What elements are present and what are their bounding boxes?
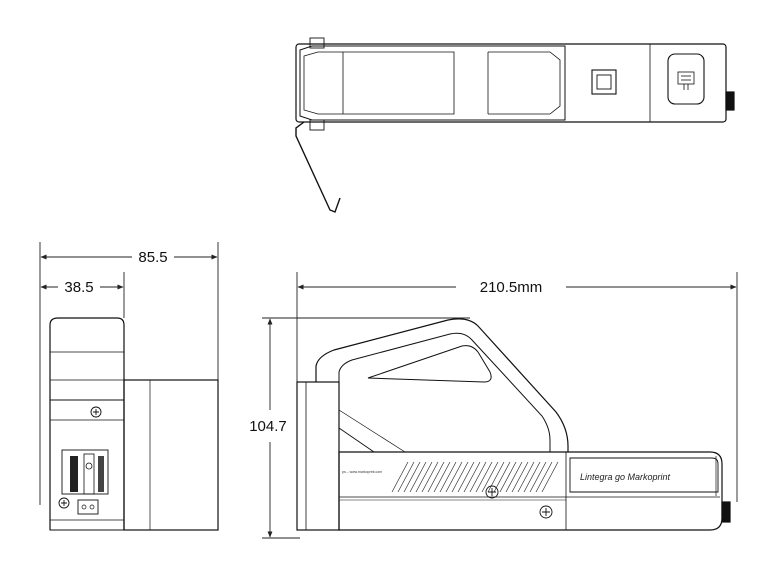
dimension-width-handle: 38.5 — [64, 279, 93, 296]
front-view — [49, 317, 219, 531]
website-text: ps – www.markoprint.com — [342, 470, 382, 474]
dimension-lines — [39, 242, 738, 539]
dimension-height: 104.7 — [249, 418, 287, 435]
brand-label: Lintegra go Markoprint — [580, 472, 671, 482]
dimension-length: 210.5mm — [480, 279, 543, 296]
top-view — [295, 37, 735, 213]
dimension-width-front: 85.5 — [138, 249, 167, 266]
side-view — [296, 318, 731, 531]
